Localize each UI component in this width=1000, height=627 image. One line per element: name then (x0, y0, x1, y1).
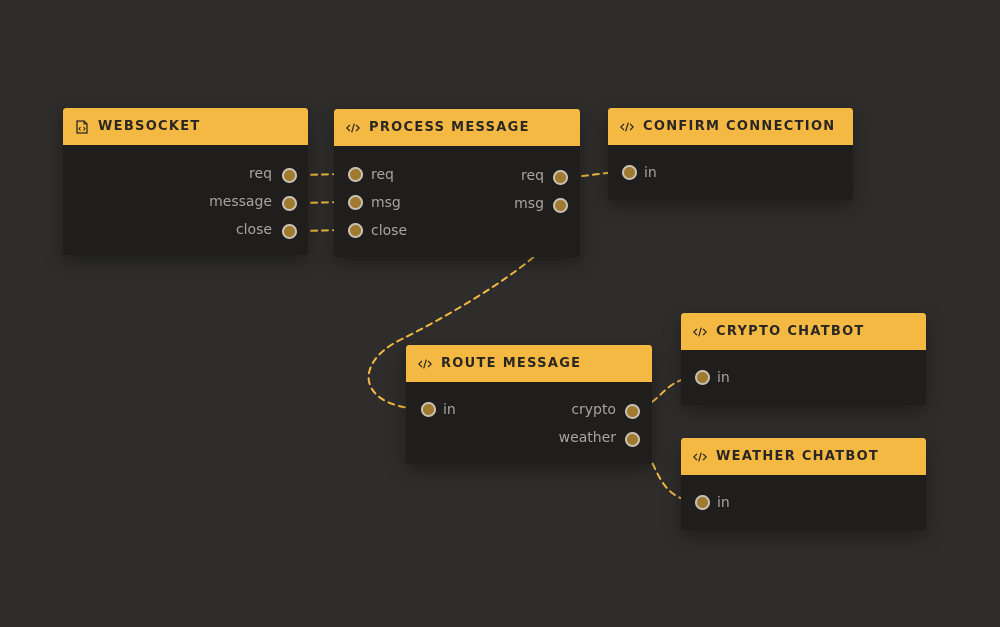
input-port-in[interactable] (622, 165, 637, 180)
file-code-icon (75, 119, 89, 134)
node-header[interactable]: ROUTE MESSAGE (406, 345, 652, 382)
output-port-label: req (521, 168, 544, 184)
output-port-label: msg (514, 196, 544, 212)
node-weather-chatbot[interactable]: WEATHER CHATBOT in (681, 438, 926, 530)
input-port-in[interactable] (421, 402, 436, 417)
input-port-in[interactable] (695, 495, 710, 510)
code-icon (346, 121, 360, 135)
node-header[interactable]: PROCESS MESSAGE (334, 109, 580, 146)
node-route-message[interactable]: ROUTE MESSAGE in crypto weather (406, 345, 652, 464)
node-header[interactable]: WEATHER CHATBOT (681, 438, 926, 475)
input-port-in[interactable] (695, 370, 710, 385)
output-port-label: req (249, 166, 272, 182)
code-icon (693, 450, 707, 464)
node-header[interactable]: CRYPTO CHATBOT (681, 313, 926, 350)
input-port-label: in (717, 370, 730, 386)
output-port-message[interactable] (282, 196, 297, 211)
node-title: WEBSOCKET (98, 119, 201, 134)
node-process-message[interactable]: PROCESS MESSAGE req msg close req msg (334, 109, 580, 257)
node-confirm-connection[interactable]: CONFIRM CONNECTION in (608, 108, 853, 200)
input-port-label: msg (371, 195, 401, 211)
output-port-msg[interactable] (553, 198, 568, 213)
node-header[interactable]: WEBSOCKET (63, 108, 308, 145)
input-port-label: req (371, 167, 394, 183)
input-port-close[interactable] (348, 223, 363, 238)
input-port-label: in (717, 495, 730, 511)
output-port-req[interactable] (553, 170, 568, 185)
node-header[interactable]: CONFIRM CONNECTION (608, 108, 853, 145)
node-title: PROCESS MESSAGE (369, 120, 530, 135)
output-port-req[interactable] (282, 168, 297, 183)
output-port-label: close (235, 222, 272, 238)
input-port-msg[interactable] (348, 195, 363, 210)
output-port-label: message (209, 194, 272, 210)
node-title: ROUTE MESSAGE (441, 356, 582, 371)
output-port-weather[interactable] (625, 432, 640, 447)
output-port-label: weather (558, 430, 616, 446)
code-icon (693, 325, 707, 339)
input-port-req[interactable] (348, 167, 363, 182)
input-port-label: close (371, 223, 408, 239)
output-port-close[interactable] (282, 224, 297, 239)
node-title: CRYPTO CHATBOT (716, 324, 865, 339)
node-title: WEATHER CHATBOT (716, 449, 880, 464)
node-crypto-chatbot[interactable]: CRYPTO CHATBOT in (681, 313, 926, 405)
code-icon (418, 357, 432, 371)
output-port-crypto[interactable] (625, 404, 640, 419)
node-title: CONFIRM CONNECTION (643, 119, 836, 134)
input-port-label: in (443, 402, 456, 418)
input-port-label: in (644, 165, 657, 181)
code-icon (620, 120, 634, 134)
node-websocket[interactable]: WEBSOCKET req message close (63, 108, 308, 255)
output-port-label: crypto (571, 402, 616, 418)
